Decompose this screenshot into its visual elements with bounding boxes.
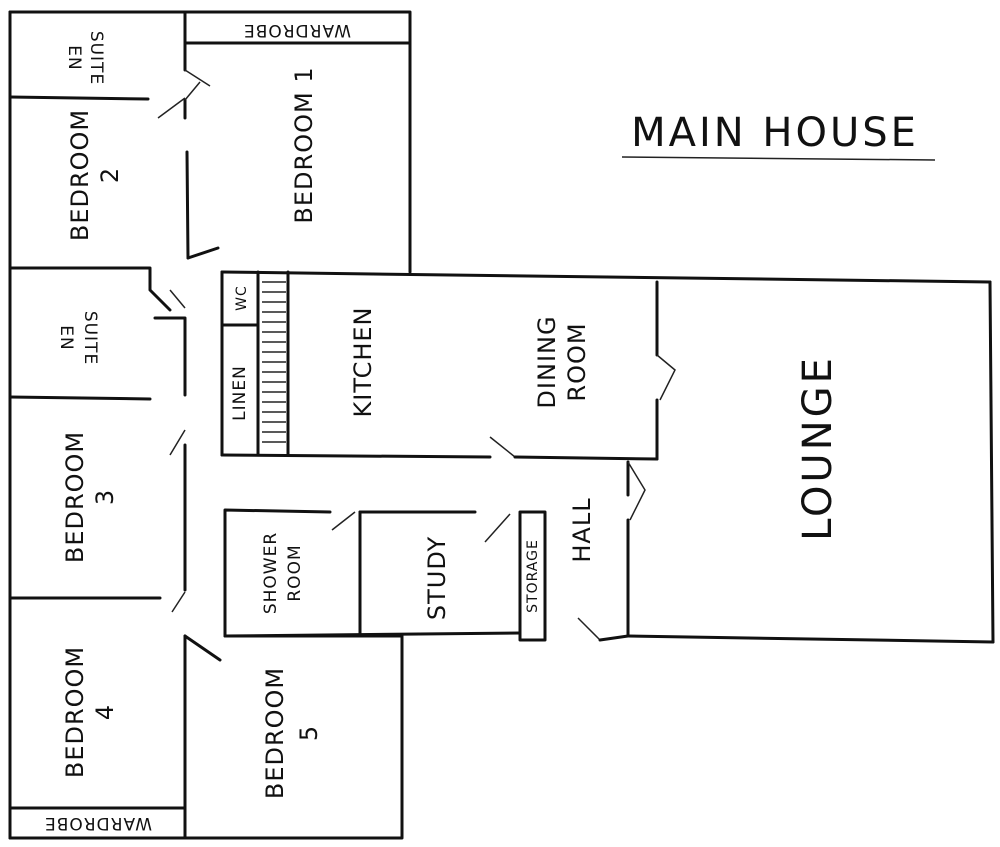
door-bedroom1 xyxy=(184,69,211,87)
label-bedroom-3-2: 3 xyxy=(91,489,119,505)
label-hall: HALL xyxy=(568,497,596,562)
label-lounge: LOUNGE xyxy=(795,355,841,541)
wall-shower-room xyxy=(223,508,522,638)
wall-dining-south xyxy=(513,455,659,461)
label-wardrobe-top: WARDROBE xyxy=(243,20,351,40)
label-kitchen: KITCHEN xyxy=(349,307,377,418)
room-labels: MAIN HOUSE WARDROBE EN SUITE BEDROOM 1 B… xyxy=(44,20,936,833)
label-wc: WC xyxy=(234,285,250,311)
wall-ensuite-mid-notch xyxy=(153,316,187,397)
wall-bedroom2-south xyxy=(8,266,172,312)
label-bedroom-2-2: 2 xyxy=(96,167,124,183)
door-hall-lounge xyxy=(627,461,646,521)
label-storage: STORAGE xyxy=(525,539,541,613)
wall-hall-front xyxy=(598,634,630,642)
door-bedroom2 xyxy=(157,97,186,119)
wall-corridor-north xyxy=(220,453,492,459)
wall-north-main xyxy=(220,270,992,284)
wall-bedroom5-top xyxy=(183,634,222,662)
title-label: MAIN HOUSE xyxy=(631,110,919,156)
label-ensuite-mid-2: SUITE xyxy=(80,311,100,365)
label-wardrobe-bottom: WARDROBE xyxy=(44,813,152,833)
label-ensuite-top-1: EN xyxy=(64,45,84,70)
door-shower xyxy=(331,511,356,531)
wall-ensuite-mid-bottom xyxy=(8,395,152,401)
door-study xyxy=(484,513,511,543)
label-bedroom-1: BEDROOM 1 xyxy=(290,66,318,223)
door-bedroom3 xyxy=(169,429,186,456)
wall-storage xyxy=(518,510,547,642)
door-bedroom4 xyxy=(171,591,186,613)
label-shower-1: SHOWER xyxy=(261,532,281,614)
label-bedroom-4-2: 4 xyxy=(91,704,119,720)
wall-ensuite-top-bottom xyxy=(8,95,150,101)
label-shower-2: ROOM xyxy=(285,544,305,601)
label-bedroom-3-1: BEDROOM xyxy=(61,431,89,563)
wall-outer-top-wing xyxy=(8,10,412,274)
label-bedroom-5-1: BEDROOM xyxy=(261,667,289,799)
wall-lounge-east xyxy=(988,280,995,644)
label-ensuite-mid-1: EN xyxy=(56,325,76,350)
wall-bedroom1-west-c xyxy=(185,150,190,260)
label-bedroom-4-1: BEDROOM xyxy=(61,646,89,778)
wall-kitchen-dining-door xyxy=(489,436,516,458)
wall-wardrobe-bottom xyxy=(8,806,187,840)
door-ensuite-mid xyxy=(169,289,186,309)
label-bedroom-5-2: 5 xyxy=(295,725,323,741)
wall-south-main xyxy=(626,634,995,644)
door-front xyxy=(577,617,601,641)
label-bedroom-2-1: BEDROOM xyxy=(66,109,94,241)
label-linen: LINEN xyxy=(230,365,250,421)
label-study: STUDY xyxy=(423,536,451,620)
staircase xyxy=(262,281,286,443)
door-ensuite-top xyxy=(184,81,201,101)
label-dining-1: DINING xyxy=(533,315,561,408)
wall-bedroom1-south xyxy=(186,246,220,260)
label-ensuite-top-2: SUITE xyxy=(86,31,106,85)
label-dining-2: ROOM xyxy=(563,322,591,401)
door-dining-lounge xyxy=(656,354,676,401)
title-underline xyxy=(621,156,936,161)
walls xyxy=(8,10,995,840)
